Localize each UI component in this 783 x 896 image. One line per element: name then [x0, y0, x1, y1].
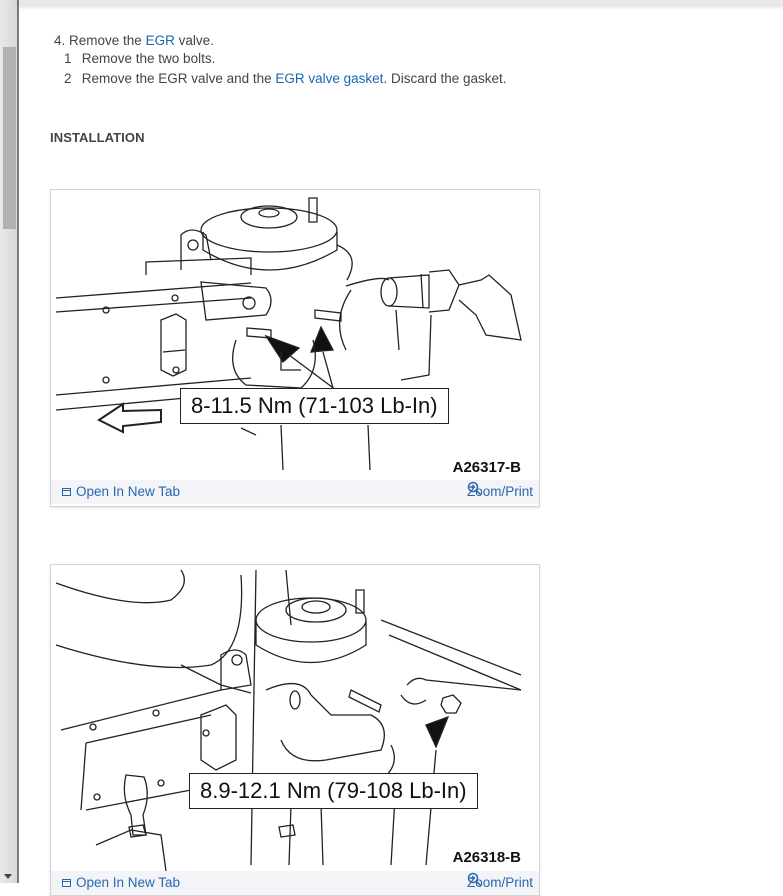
new-tab-icon: [62, 487, 71, 496]
torque-spec-label: 8.9-12.1 Nm (79-108 Lb-In): [189, 773, 478, 809]
open-in-new-tab-button[interactable]: Open In New Tab: [62, 484, 180, 499]
scroll-down-arrow-icon[interactable]: [4, 874, 12, 879]
egr-link[interactable]: EGR: [145, 33, 175, 48]
zoom-print-label: Zoom/Print: [466, 484, 533, 499]
zoom-in-icon: [467, 481, 482, 496]
substep-number: 1: [64, 51, 72, 66]
top-toolbar-edge: [19, 0, 783, 6]
figure-footer: Open In New Tab Zoom/Print: [51, 871, 539, 895]
figure-footer: Open In New Tab Zoom/Print: [51, 480, 539, 504]
substep-1: 1 Remove the two bolts.: [64, 49, 215, 69]
section-title-installation: INSTALLATION: [50, 130, 145, 145]
zoom-print-button[interactable]: Zoom/Print: [467, 872, 533, 890]
egr-valve-diagram: [55, 197, 522, 471]
step-number: 4.: [54, 33, 66, 48]
substep-number: 2: [64, 71, 72, 86]
substep-text: Remove the two bolts.: [81, 51, 216, 66]
zoom-in-icon: [467, 872, 482, 887]
open-in-new-tab-label: Open In New Tab: [76, 484, 181, 499]
step-text-suffix: valve.: [178, 33, 214, 48]
egr-tube-diagram: [55, 569, 522, 871]
egr-valve-gasket-link[interactable]: EGR valve gasket: [275, 71, 384, 86]
figure-egr-tube-nut: 8.9-12.1 Nm (79-108 Lb-In) A26318-B Open…: [50, 564, 540, 896]
substep-text-suffix: . Discard the gasket.: [383, 71, 507, 86]
torque-spec-label: 8-11.5 Nm (71-103 Lb-In): [180, 388, 449, 424]
substep-2: 2 Remove the EGR valve and the EGR valve…: [64, 69, 507, 89]
zoom-print-button[interactable]: Zoom/Print: [467, 481, 533, 499]
figure-egr-valve-bolts: 8-11.5 Nm (71-103 Lb-In) A26317-B Open I…: [50, 189, 540, 507]
substep-text: Remove the EGR valve and the: [81, 71, 272, 86]
scrollbar-thumb[interactable]: [3, 47, 16, 229]
vertical-scrollbar[interactable]: [0, 0, 19, 883]
procedure-step-4: 4. Remove the EGR valve.: [54, 31, 214, 51]
step-text: Remove the: [69, 33, 142, 48]
figure-code: A26317-B: [452, 459, 521, 476]
document-content: 4. Remove the EGR valve. 1 Remove the tw…: [19, 0, 783, 896]
figure-code: A26318-B: [452, 849, 521, 866]
